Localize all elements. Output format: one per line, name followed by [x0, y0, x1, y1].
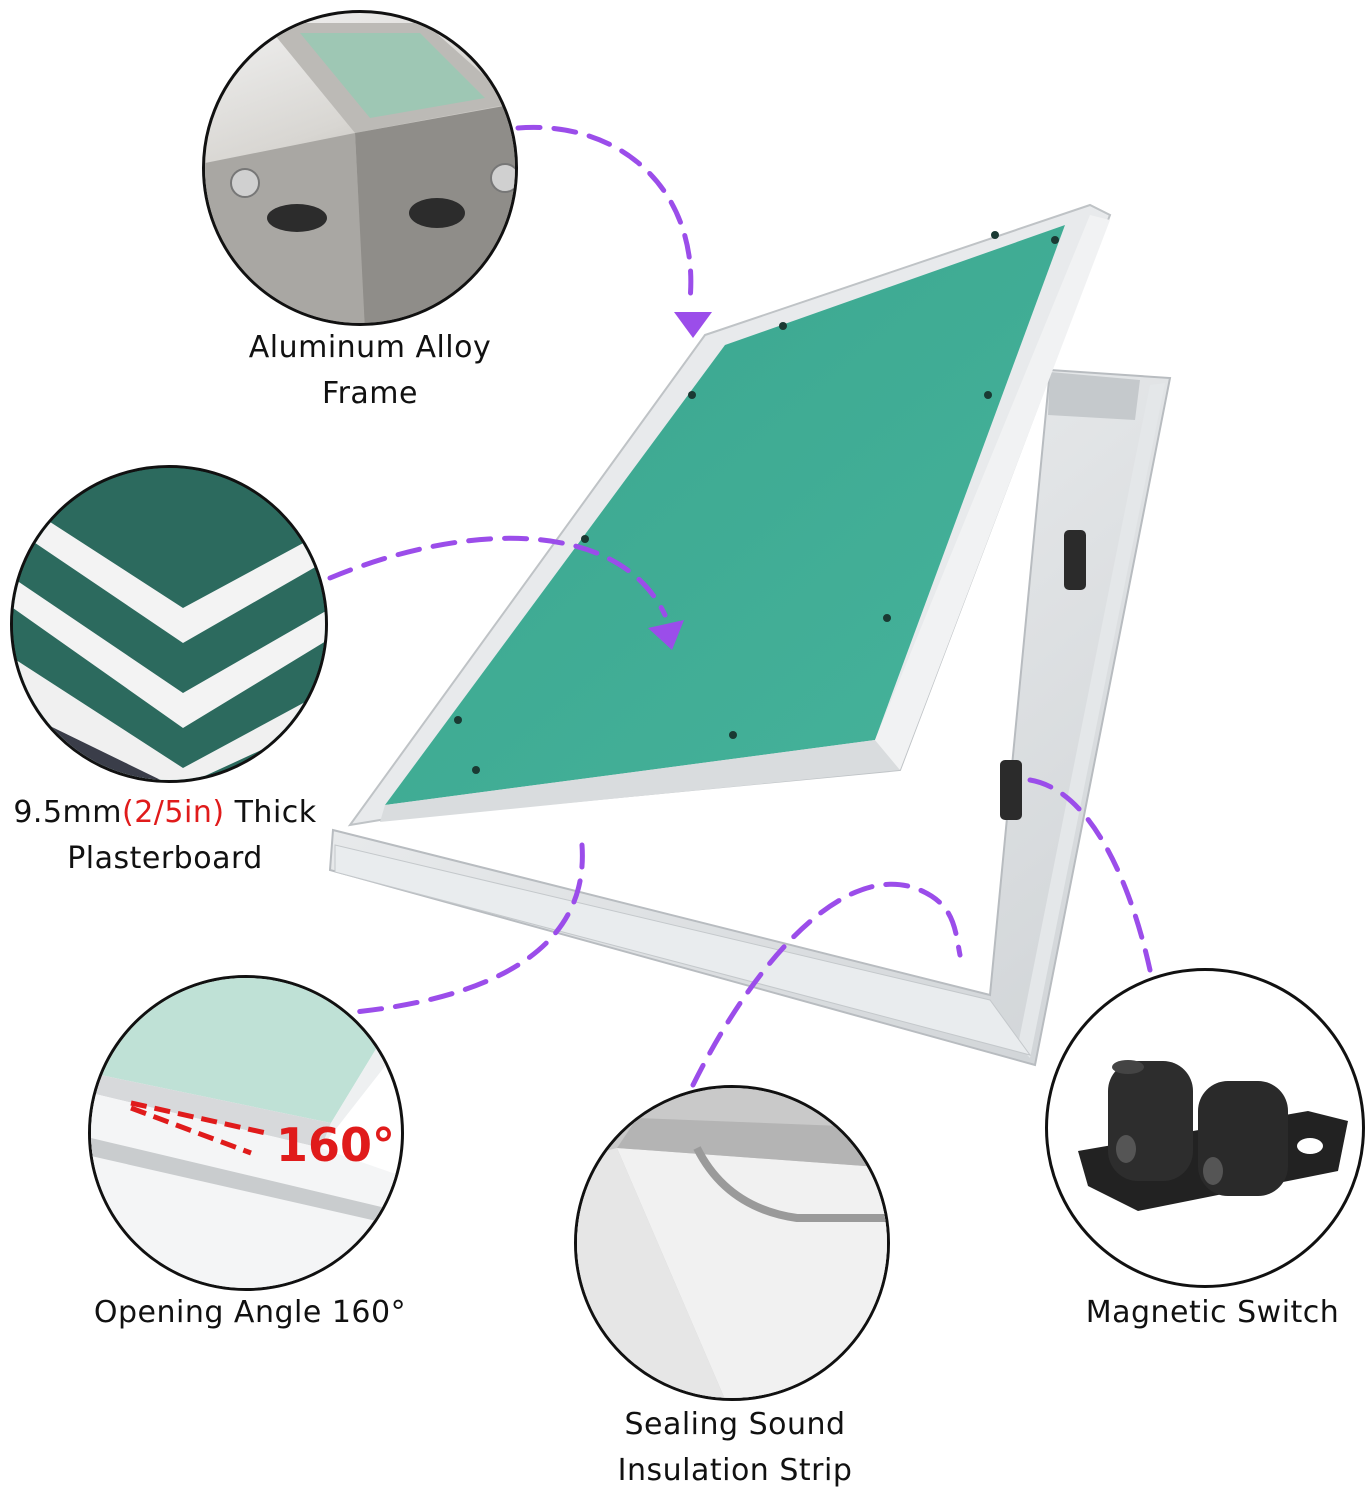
angle-label: Opening Angle 160°: [93, 1295, 407, 1330]
sealing-strip-graphic: [577, 1088, 887, 1398]
plasterboard-layers-graphic: [13, 468, 325, 780]
frame-label-line2: Frame: [322, 376, 418, 411]
frame-corner-graphic: [205, 23, 515, 323]
outer-frame: [328, 368, 1172, 1067]
magnetic-switch-graphic: [1078, 1060, 1348, 1211]
seal-label-line2: Insulation Strip: [617, 1453, 853, 1488]
opening-angle-graphic: [91, 978, 401, 1288]
frame-label: Aluminum Alloy Frame: [210, 325, 530, 417]
thickness-inch: (2/5in): [122, 795, 225, 830]
seal-detail-circle: [574, 1085, 890, 1401]
plasterboard-label-line1: 9.5mm(2/5in) Thick: [0, 790, 330, 836]
angle-detail-circle: 160°: [88, 975, 404, 1291]
magnet-label: Magnetic Switch: [1085, 1295, 1340, 1330]
angle-badge: 160°: [276, 1118, 396, 1172]
magnet-detail-circle: [1045, 968, 1365, 1288]
frame-detail-circle: [202, 10, 518, 326]
frame-label-line1: Aluminum Alloy: [248, 330, 492, 365]
seal-label-line1: Sealing Sound: [624, 1407, 846, 1442]
seal-label: Sealing Sound Insulation Strip: [565, 1402, 905, 1494]
thickness-suffix: Thick: [224, 795, 317, 830]
arrow-heads: [648, 312, 712, 650]
plasterboard-panel: [347, 203, 1112, 827]
plasterboard-detail-circle: [10, 465, 328, 783]
magnetic-latch-marks: [1000, 530, 1086, 820]
plasterboard-label-line2: Plasterboard: [67, 841, 263, 876]
thickness-mm: 9.5mm: [13, 795, 123, 830]
plasterboard-label: 9.5mm(2/5in) Thick Plasterboard: [0, 790, 330, 882]
